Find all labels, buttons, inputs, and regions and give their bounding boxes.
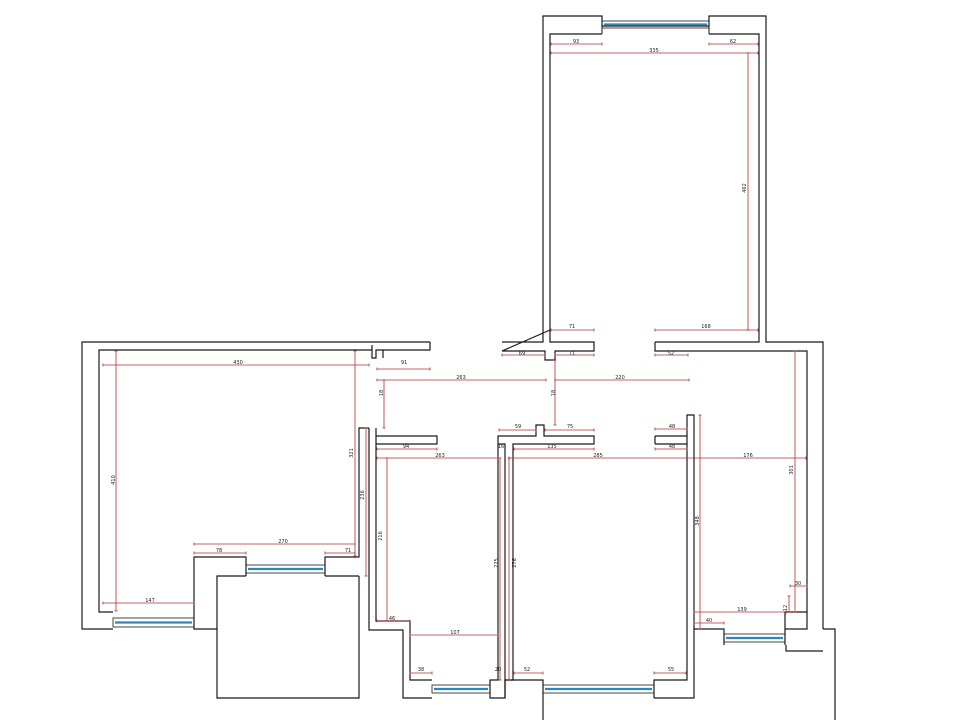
dim-label-mid-135: 135 [547,444,557,450]
dim-label-top-168: 168 [701,324,711,330]
dim-label-mid-18: 18 [551,390,557,396]
dim-label-b3-301: 301 [789,465,795,475]
left-room-outer-wall [81,341,430,630]
dim-label-b2-52: 52 [524,667,530,673]
right-lower-wall [785,628,836,720]
bedroom1-wall-left [368,428,432,699]
windows [112,20,786,694]
dim-label-left-270: 270 [278,539,288,545]
dim-label-b1-38: 38 [418,667,424,673]
dim-label-b3-12: 12 [783,605,789,611]
dim-label-left-410: 410 [111,475,117,485]
dim-label-corr-71: 71 [569,351,575,357]
dim-label-b1-46: 46 [389,616,395,622]
corridor-top-right-inner [654,342,808,612]
dimension-lines [102,42,808,681]
dim-label-top-335: 335 [649,48,659,54]
dimension-labels: 93 62 335 462 71 168 69 71 52 430 91 263… [111,39,801,673]
window-top [601,20,710,29]
dim-label-top-71: 71 [569,324,575,330]
dim-label-top-462: 462 [742,183,748,193]
bedroom-partition-1 [497,424,595,681]
dim-label-left-430: 430 [233,360,243,366]
dim-label-b2-285: 285 [593,453,603,459]
dim-label-corr-220: 220 [615,375,625,381]
dim-label-b3-139: 139 [737,607,747,613]
dim-label-left-18: 18 [379,390,385,396]
bedroom2-top-right-stub [654,435,687,445]
window-left-step [245,564,326,574]
dim-label-left-236: 236 [360,490,366,500]
dim-label-b2-20: 20 [495,667,501,673]
left-room-inner-wall [98,342,431,613]
dim-label-left-147: 147 [145,598,155,604]
dim-label-left-321: 321 [349,448,355,458]
dim-label-b2-55: 55 [668,667,674,673]
dim-label-left-78: 78 [216,548,222,554]
dim-label-mid-75: 75 [567,424,573,430]
dim-label-mid-59: 59 [515,424,521,430]
dim-label-b3-48a: 48 [669,424,675,430]
dim-label-b2-275: 275 [494,558,500,568]
dim-label-corr-69: 69 [519,351,525,357]
window-left-bottom [112,617,195,628]
dim-label-b3-30: 30 [795,581,801,587]
top-room-inner-wall [549,33,760,330]
dim-label-b2-276: 276 [512,558,518,568]
window-bedroom2 [542,684,655,694]
dim-label-left-91: 91 [401,360,407,366]
dim-label-top-62: 62 [730,39,736,45]
top-room-outer-wall [542,15,767,330]
bedroom1-top-wall [376,435,438,445]
left-room-post [371,345,384,359]
dim-label-b3-348: 348 [695,516,701,526]
dim-label-b1-107: 107 [450,630,460,636]
dim-label-b3-40: 40 [706,618,712,624]
left-room-bottom-step-inner [216,575,359,629]
dim-label-left-71: 71 [345,548,351,554]
window-bedroom3 [723,633,786,643]
dim-label-top-93: 93 [573,39,579,45]
dim-label-corr-263: 263 [456,375,466,381]
dim-label-b1-216: 216 [378,531,384,541]
corridor-top-right-wall [655,330,824,629]
dim-label-b3-176: 176 [743,453,753,459]
dim-label-b2-16: 16 [498,444,504,450]
window-bedroom1 [431,684,491,694]
dim-label-b1-94: 94 [403,444,409,450]
dim-label-b3-48b: 48 [669,444,675,450]
dim-label-b1-263: 263 [435,453,445,459]
walls [81,15,836,720]
dim-label-corr-52: 52 [668,351,674,357]
